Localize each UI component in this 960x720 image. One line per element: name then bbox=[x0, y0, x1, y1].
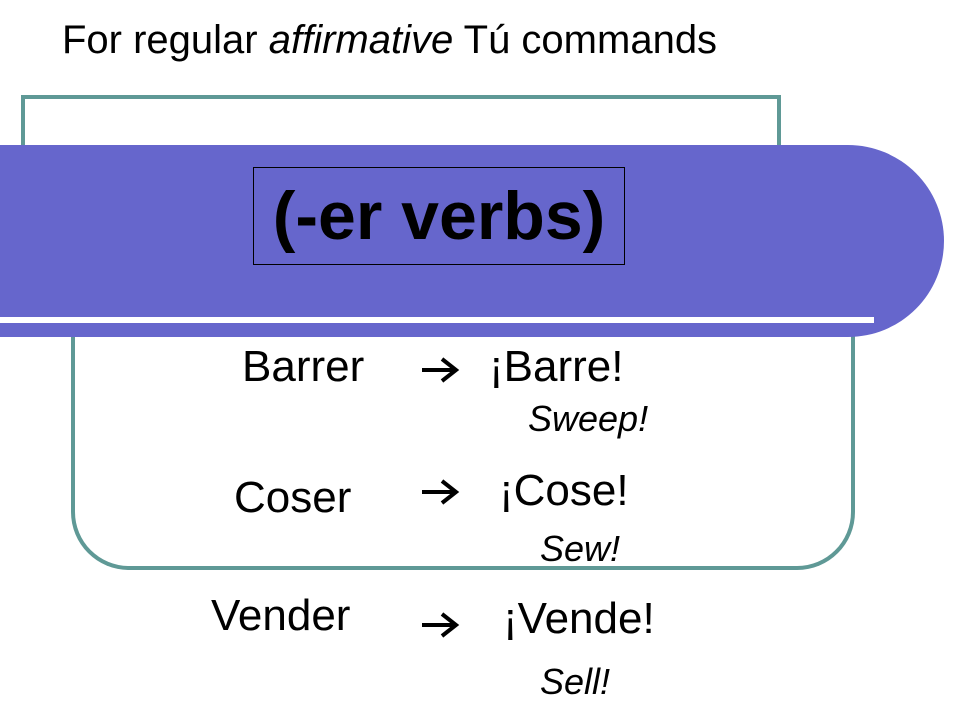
infinitive-barrer: Barrer bbox=[242, 342, 365, 391]
translation-sew: Sew! bbox=[540, 528, 621, 569]
command-barre: ¡Barre! bbox=[489, 342, 624, 391]
slide-heading: For regular affirmative Tú commands bbox=[62, 18, 717, 63]
title-banner bbox=[0, 145, 944, 337]
slide-title: (-er verbs) bbox=[272, 178, 606, 254]
infinitive-vender: Vender bbox=[211, 591, 351, 640]
right-arrow-icon bbox=[420, 478, 460, 506]
right-arrow-icon bbox=[420, 356, 460, 384]
translation-sell: Sell! bbox=[540, 661, 611, 702]
title-box: (-er verbs) bbox=[253, 167, 625, 265]
command-cose: ¡Cose! bbox=[499, 466, 629, 515]
right-arrow-icon bbox=[420, 611, 460, 639]
infinitive-coser: Coser bbox=[234, 473, 352, 522]
heading-suffix: Tú commands bbox=[453, 18, 718, 62]
command-vende: ¡Vende! bbox=[503, 594, 655, 643]
frame-bottom-box bbox=[71, 270, 855, 570]
heading-prefix: For regular bbox=[62, 18, 269, 62]
banner-divider-line bbox=[0, 317, 874, 323]
heading-emphasis: affirmative bbox=[268, 18, 454, 62]
translation-sweep: Sweep! bbox=[528, 398, 649, 439]
